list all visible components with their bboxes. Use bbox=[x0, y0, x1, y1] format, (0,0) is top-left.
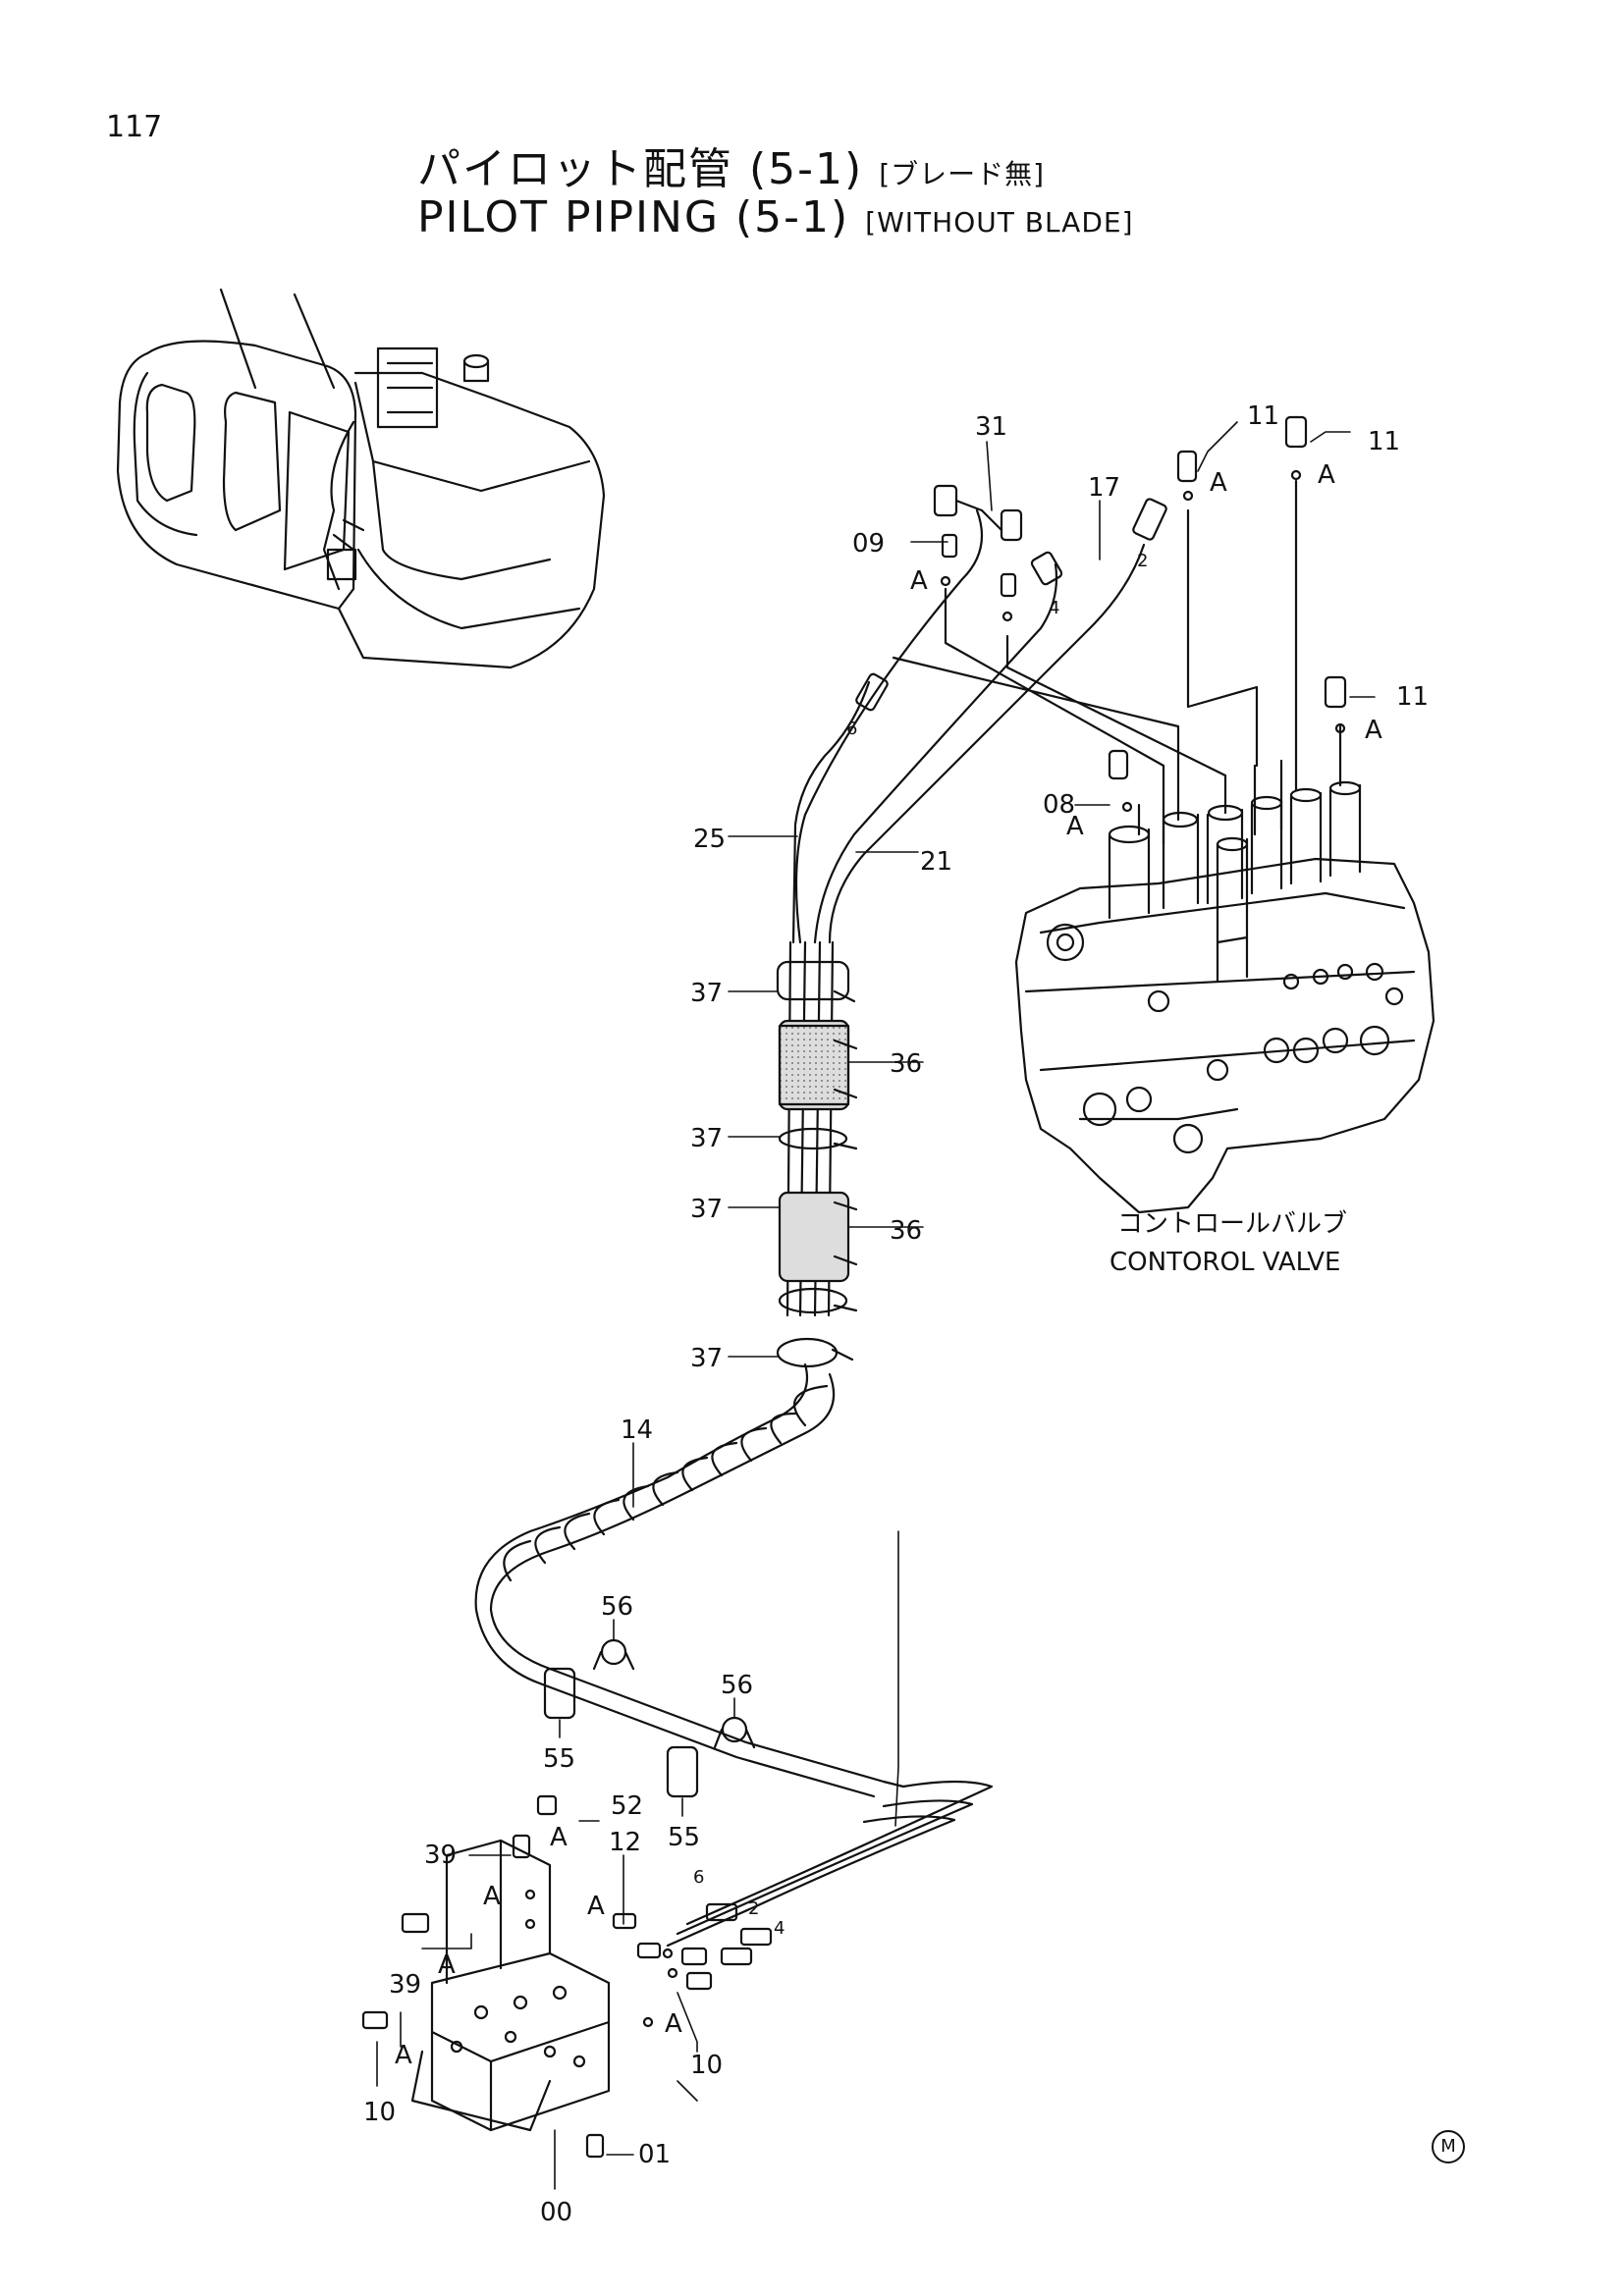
hose-end-2-lower: 2 bbox=[748, 1898, 759, 1919]
label-21: 21 bbox=[920, 847, 952, 877]
control-valve-name-en: CONTOROL VALVE bbox=[1110, 1248, 1340, 1277]
label-a5: A bbox=[1066, 812, 1084, 841]
mounting-brackets bbox=[543, 1638, 756, 1798]
hose-end-2: 2 bbox=[1137, 551, 1148, 571]
title-en-text: PILOT PIPING (5-1) bbox=[417, 192, 850, 242]
control-valve-name-jp: コントロールバルブ bbox=[1117, 1209, 1347, 1239]
hose-end-6: 6 bbox=[846, 719, 857, 739]
label-09: 09 bbox=[852, 529, 885, 559]
label-56a: 56 bbox=[601, 1592, 633, 1622]
label-39b: 39 bbox=[389, 1970, 421, 2000]
label-01: 01 bbox=[638, 2140, 671, 2169]
label-37a: 37 bbox=[690, 979, 723, 1008]
machine-overview-inset bbox=[116, 288, 606, 669]
label-a6: A bbox=[550, 1823, 568, 1852]
label-a10: A bbox=[395, 2041, 412, 2070]
control-valve-drawing bbox=[1014, 759, 1435, 1214]
label-10b: 10 bbox=[690, 2051, 723, 2080]
part-labels: 31 17 11 11 11 09 08 25 21 37 36 37 37 3… bbox=[363, 401, 1429, 2227]
title-en-tag: [WITHOUT BLADE] bbox=[865, 206, 1134, 239]
label-37c: 37 bbox=[690, 1195, 723, 1224]
label-11c: 11 bbox=[1396, 682, 1429, 712]
label-08: 08 bbox=[1043, 790, 1075, 820]
label-a4: A bbox=[1365, 716, 1382, 745]
label-a2: A bbox=[1210, 468, 1227, 498]
coiled-hose bbox=[474, 1362, 994, 1948]
label-10a: 10 bbox=[363, 2098, 396, 2127]
label-12: 12 bbox=[609, 1828, 641, 1857]
label-a11: A bbox=[665, 2009, 682, 2039]
label-a1: A bbox=[910, 566, 928, 596]
clamps-and-protectors bbox=[776, 960, 858, 1368]
label-37b: 37 bbox=[690, 1124, 723, 1153]
label-17: 17 bbox=[1088, 473, 1120, 503]
label-14: 14 bbox=[621, 1415, 653, 1445]
leader-lines bbox=[376, 421, 1376, 2190]
routing-lines bbox=[892, 479, 1342, 846]
label-55b: 55 bbox=[668, 1823, 700, 1852]
title-jp-text: パイロット配管 (5-1) bbox=[417, 144, 864, 194]
label-a7: A bbox=[483, 1882, 501, 1911]
label-a8: A bbox=[587, 1892, 605, 1921]
manufacturer-mark: M bbox=[1432, 2130, 1465, 2163]
title-jp-tag: [ブレード無] bbox=[879, 158, 1046, 190]
label-36b: 36 bbox=[890, 1216, 922, 1246]
page-title-japanese: パイロット配管 (5-1) [ブレード無] bbox=[417, 133, 1045, 196]
hose-end-4: 4 bbox=[1049, 598, 1059, 618]
label-55a: 55 bbox=[543, 1744, 575, 1774]
page-number: 117 bbox=[106, 110, 163, 144]
label-25: 25 bbox=[693, 825, 726, 854]
manifold-block bbox=[361, 1794, 773, 2159]
label-11b: 11 bbox=[1368, 427, 1400, 456]
label-37d: 37 bbox=[690, 1344, 723, 1373]
label-a3: A bbox=[1318, 460, 1335, 490]
label-36a: 36 bbox=[890, 1049, 922, 1079]
label-a9: A bbox=[438, 1950, 456, 1980]
label-39a: 39 bbox=[424, 1841, 457, 1870]
hose-end-4-lower: 4 bbox=[774, 1918, 785, 1939]
label-31: 31 bbox=[975, 412, 1007, 442]
fittings-top bbox=[855, 415, 1347, 813]
label-11a: 11 bbox=[1247, 401, 1279, 431]
hose-end-6-lower: 6 bbox=[693, 1867, 704, 1888]
label-00: 00 bbox=[540, 2198, 572, 2227]
page-title-english: PILOT PIPING (5-1) [WITHOUT BLADE] bbox=[417, 192, 1134, 242]
label-52: 52 bbox=[611, 1791, 643, 1821]
label-56b: 56 bbox=[721, 1671, 753, 1700]
